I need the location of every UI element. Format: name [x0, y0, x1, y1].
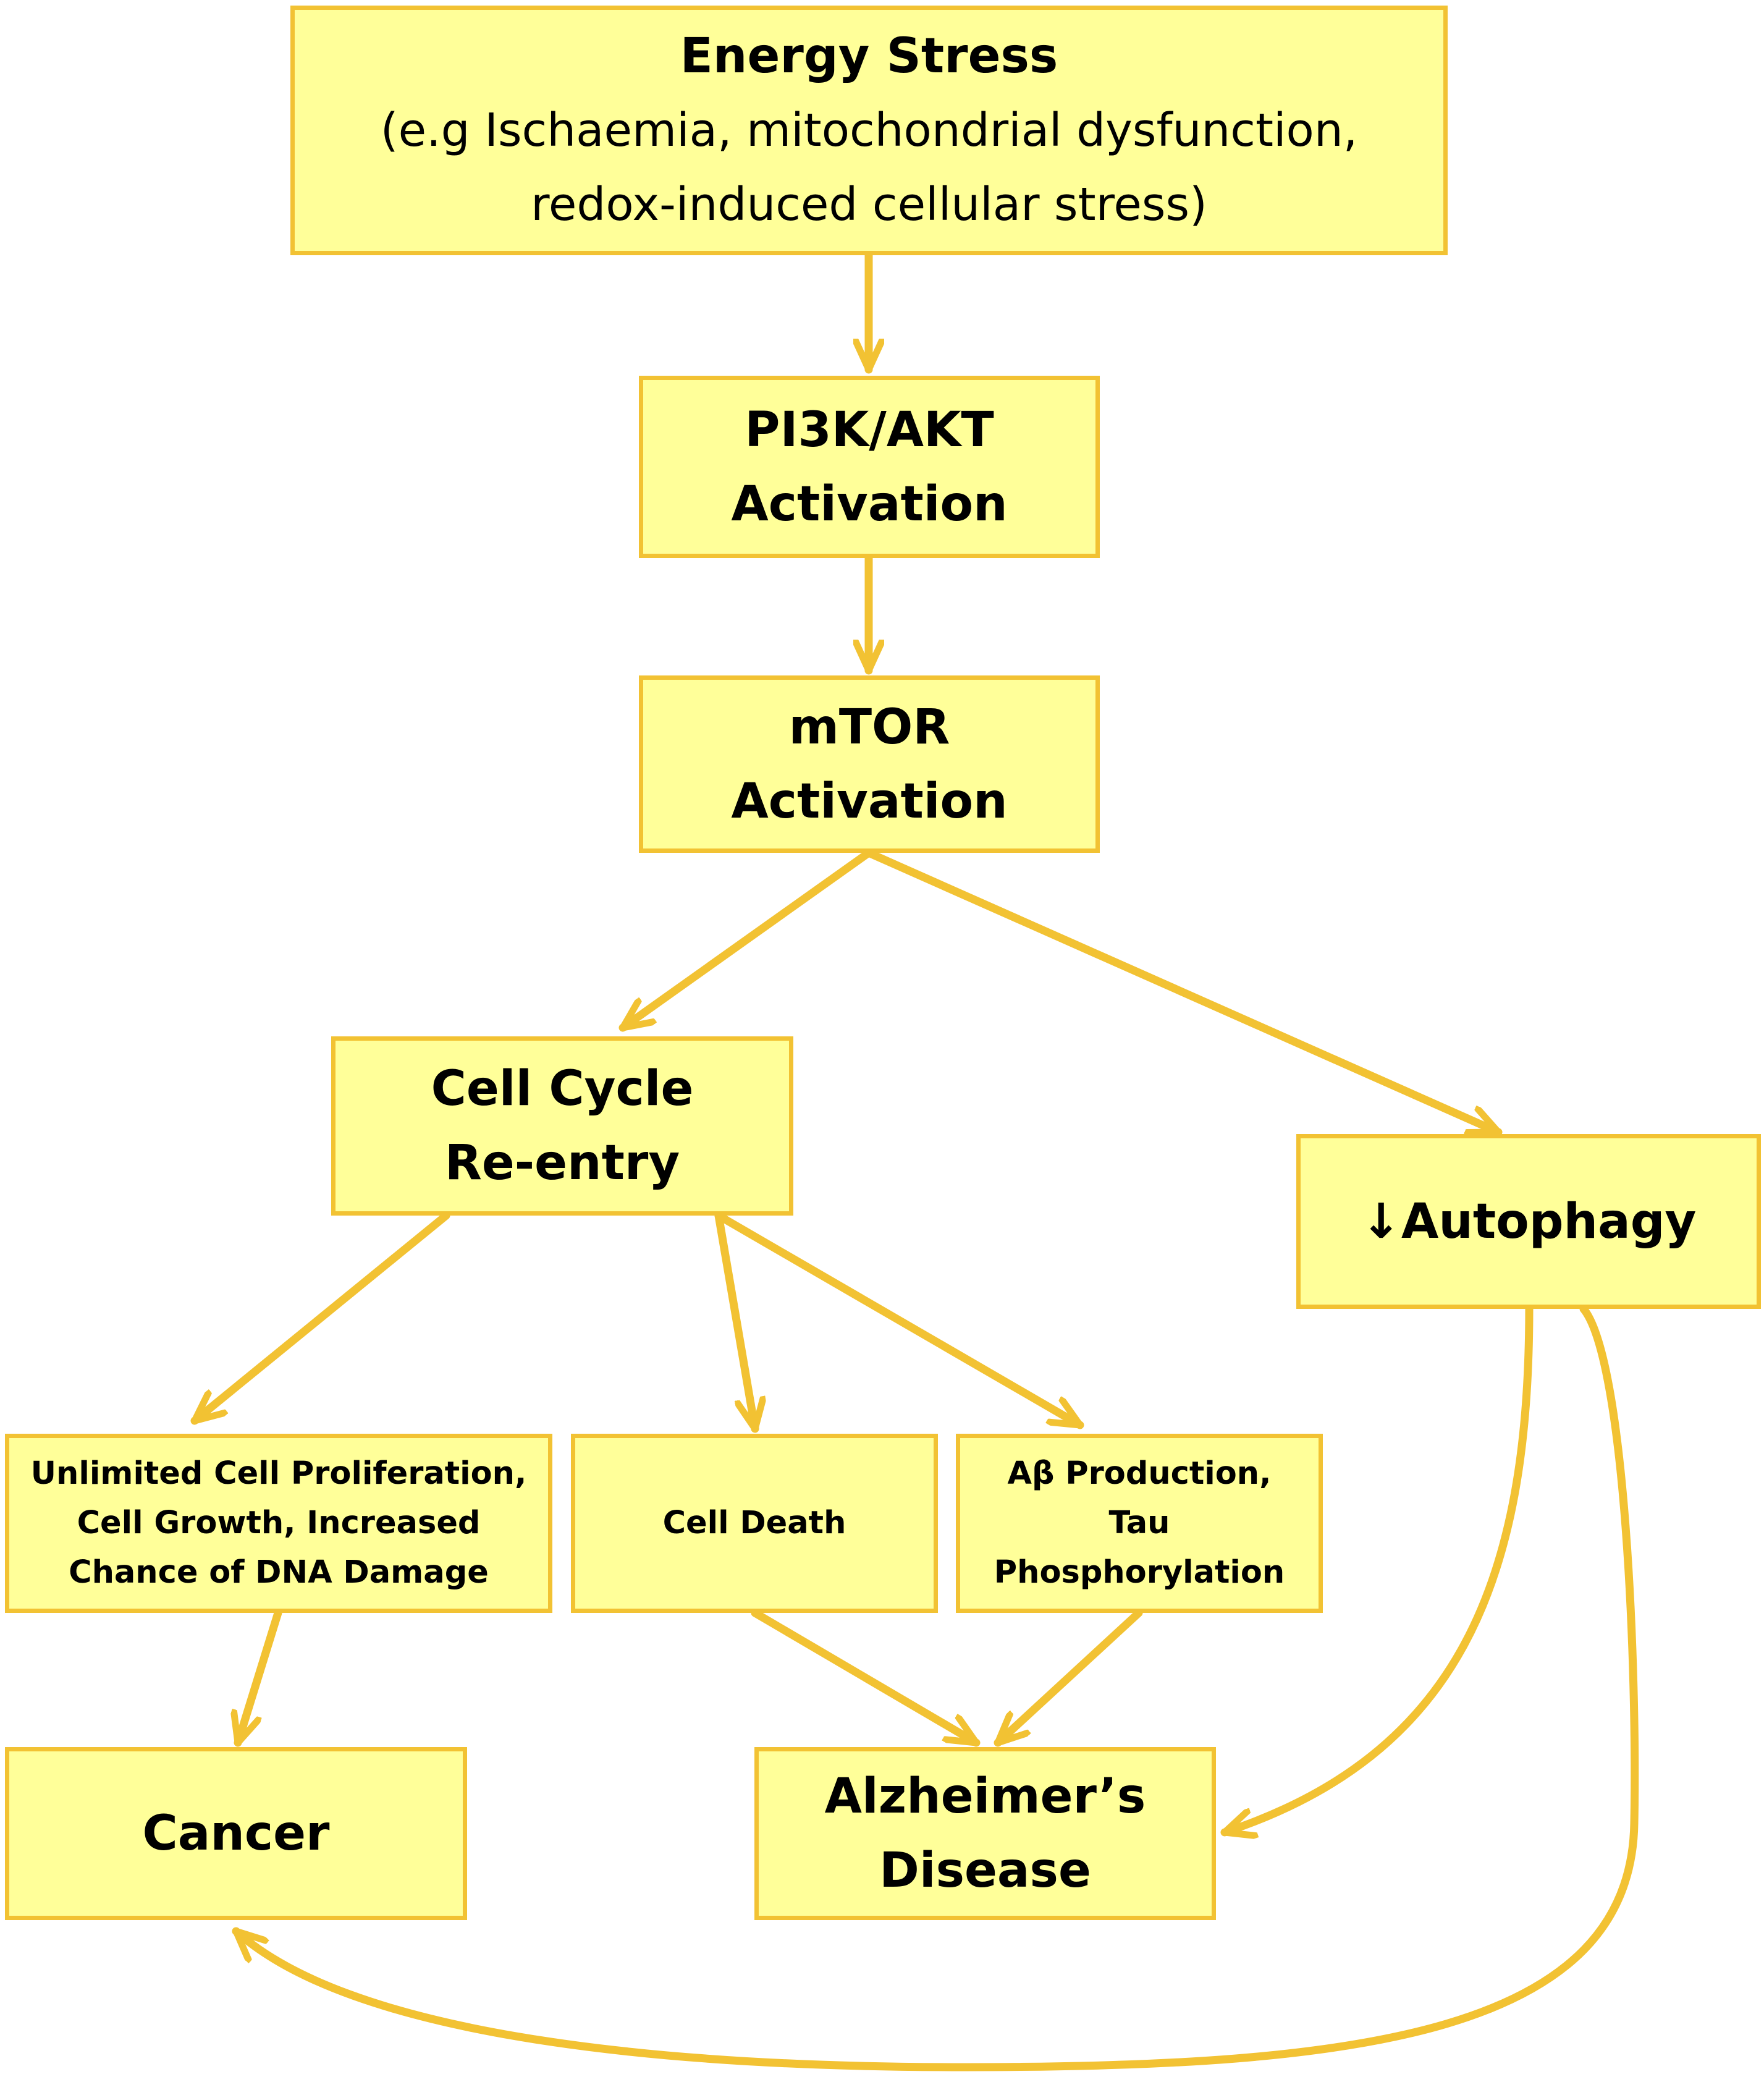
node-energy-stress-title: Energy Stress — [680, 28, 1058, 84]
arrow-autophagy-to-cancer — [232, 1305, 1639, 2071]
node-pi3k-akt-line-2: Activation — [731, 476, 1008, 532]
node-proliferation-line-3: Chance of DNA Damage — [69, 1554, 489, 1591]
node-abeta-tau-line-2: Tau — [1108, 1505, 1170, 1541]
node-cancer-line-1: Cancer — [142, 1806, 330, 1861]
node-abeta-tau-line-3: Phosphorylation — [994, 1554, 1285, 1591]
node-abeta-tau-line-1: Aβ Production, — [1007, 1455, 1272, 1492]
node-energy-stress-line-1: (e.g Ischaemia, mitochondrial dysfunctio… — [380, 104, 1358, 157]
node-cell-cycle: Cell Cycle Re-entry — [331, 1036, 793, 1216]
node-mtor-line-2: Activation — [731, 773, 1008, 829]
node-cell-cycle-line-2: Re-entry — [444, 1135, 680, 1191]
node-alzheimers: Alzheimer’s Disease — [754, 1747, 1216, 1920]
node-abeta-tau: Aβ Production, Tau Phosphorylation — [956, 1434, 1323, 1613]
arrow-autophagy-to-alzheimers — [1220, 1305, 1534, 1832]
node-energy-stress-line-2: redox-induced cellular stress) — [531, 178, 1207, 231]
node-pi3k-akt: PI3K/AKT Activation — [639, 376, 1100, 558]
arrow-mtor-to-autophagy — [864, 848, 1503, 1136]
arrow-cellcycle-to-abeta — [714, 1211, 1084, 1429]
node-alzheimers-line-2: Disease — [879, 1843, 1091, 1898]
node-pi3k-akt-line-1: PI3K/AKT — [745, 402, 994, 458]
node-mtor: mTOR Activation — [639, 675, 1100, 853]
node-cell-cycle-line-1: Cell Cycle — [431, 1061, 694, 1117]
arrow-proliferation-to-cancer — [238, 1609, 282, 1747]
node-proliferation-line-1: Unlimited Cell Proliferation, — [30, 1455, 527, 1492]
node-cancer: Cancer — [5, 1747, 467, 1920]
node-proliferation: Unlimited Cell Proliferation, Cell Growt… — [5, 1434, 552, 1613]
node-cell-death-line-1: Cell Death — [662, 1505, 846, 1541]
node-autophagy-line-1: ↓Autophagy — [1361, 1193, 1697, 1250]
arrow-celldeath-to-alzheimers — [751, 1609, 981, 1747]
node-cell-death: Cell Death — [571, 1434, 938, 1613]
node-energy-stress: Energy Stress (e.g Ischaemia, mitochondr… — [290, 6, 1448, 255]
arrow-abeta-to-alzheimers — [994, 1609, 1143, 1747]
arrow-mtor-to-cellcycle — [618, 848, 873, 1032]
node-proliferation-line-2: Cell Growth, Increased — [77, 1505, 481, 1541]
node-autophagy: ↓Autophagy — [1296, 1134, 1761, 1309]
node-alzheimers-line-1: Alzheimer’s — [824, 1769, 1146, 1824]
arrow-cellcycle-to-celldeath — [714, 1211, 755, 1433]
arrow-cellcycle-to-proliferation — [190, 1211, 450, 1425]
node-mtor-line-1: mTOR — [788, 699, 950, 755]
